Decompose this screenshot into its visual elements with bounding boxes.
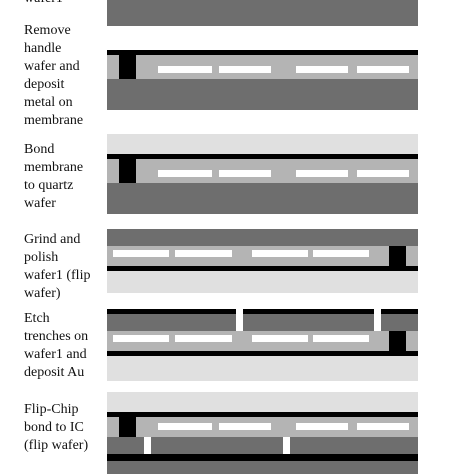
metal-layer	[107, 351, 418, 356]
trench	[236, 308, 243, 331]
quartz-wafer	[107, 392, 418, 412]
metal-layer	[107, 412, 418, 417]
via-contact	[119, 55, 136, 79]
stack-step0	[107, 0, 418, 26]
via-contact	[389, 246, 406, 266]
electrode	[175, 335, 232, 342]
stack-step4	[107, 308, 418, 381]
stack-step1	[107, 50, 418, 110]
electrode	[252, 250, 308, 257]
trench	[144, 437, 151, 461]
trench	[374, 308, 381, 331]
quartz-wafer	[107, 134, 418, 154]
wafer1-etched	[107, 314, 418, 331]
electrode	[158, 423, 212, 430]
electrode	[357, 423, 409, 430]
quartz-wafer	[107, 356, 418, 381]
electrode	[219, 66, 271, 73]
wafer1-thinned	[107, 229, 418, 246]
metal-layer	[107, 266, 418, 271]
electrode	[357, 170, 409, 177]
electrode	[158, 66, 212, 73]
electrode	[113, 250, 169, 257]
au-bump	[107, 454, 418, 461]
electrode	[252, 335, 308, 342]
metal-layer	[107, 50, 418, 55]
step-label-grind-polish: Grind and polish wafer1 (flip wafer)	[24, 232, 91, 301]
step-label-etch-trenches: Etch trenches on wafer1 and deposit Au	[24, 311, 89, 380]
step-label-remove-handle: Remove handle wafer and deposit metal on…	[24, 23, 84, 128]
step-label-wafer1: wafer1	[24, 0, 106, 8]
wafer1-etched	[107, 437, 418, 454]
electrode	[296, 170, 348, 177]
electrode	[113, 335, 169, 342]
electrode	[313, 335, 369, 342]
stack-step3	[107, 229, 418, 293]
wafer1-substrate	[107, 0, 418, 26]
wafer1-substrate	[107, 183, 418, 214]
step-label-bond-membrane: Bond membrane to quartz wafer	[24, 142, 84, 211]
quartz-wafer	[107, 271, 418, 293]
step-label-flip-chip: Flip-Chip bond to IC (flip wafer)	[24, 402, 89, 453]
ic-substrate	[107, 461, 418, 474]
via-contact	[389, 331, 406, 356]
trench	[283, 437, 290, 461]
electrode	[175, 250, 232, 257]
electrode	[219, 170, 271, 177]
via-contact	[119, 159, 136, 183]
electrode	[296, 423, 348, 430]
metal-layer	[107, 154, 418, 159]
stack-step2	[107, 134, 418, 214]
au-layer	[107, 309, 418, 314]
wafer1-substrate	[107, 79, 418, 110]
electrode	[313, 250, 369, 257]
electrode	[357, 66, 409, 73]
stack-step5	[107, 392, 418, 474]
electrode	[158, 170, 212, 177]
electrode	[296, 66, 348, 73]
via-contact	[119, 417, 136, 439]
electrode	[219, 423, 271, 430]
